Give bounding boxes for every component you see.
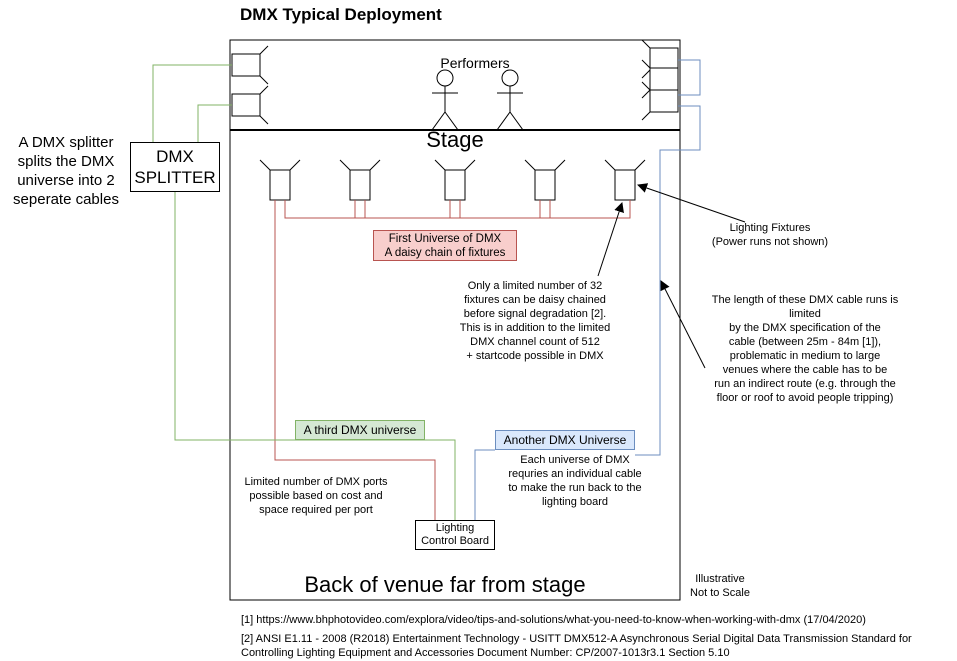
fixtures-note: Lighting Fixtures (Power runs not shown)	[711, 222, 829, 248]
individual-cable-note: Each universe of DMX requries an individ…	[508, 454, 642, 508]
dmx-splitter-box: DMX SPLITTER	[130, 142, 220, 192]
lighting-fixture-3	[434, 159, 476, 201]
stage-fixture-right-1	[641, 39, 679, 79]
universe-1-cable	[274, 200, 631, 520]
universe-3-cable	[152, 64, 456, 520]
third-universe-label: A third DMX universe	[295, 420, 425, 440]
daisy-limit-note: Only a limited number of 32 fixtures can…	[459, 280, 611, 362]
fixtures-arrow	[637, 183, 746, 223]
performer-figure	[496, 69, 524, 131]
universe-2-cable	[474, 59, 701, 520]
stage-fixture-right-3	[641, 81, 679, 121]
scale-note: Illustrative Not to Scale	[690, 573, 750, 599]
performers-label: Performers	[440, 55, 510, 71]
stage-fixture-left-1	[231, 45, 269, 85]
stage-fixture-right-2	[641, 59, 679, 99]
venue-outline	[229, 39, 681, 601]
lighting-fixture-2	[339, 159, 381, 201]
splitter-note: A DMX splitter splits the DMX universe i…	[13, 134, 119, 208]
another-universe-label: Another DMX Universe	[495, 430, 635, 450]
diagram-title: DMX Typical Deployment	[240, 5, 442, 24]
reference-1: [1] https://www.bhphotovideo.com/explora…	[241, 614, 866, 626]
ports-note: Limited number of DMX ports possible bas…	[244, 476, 388, 516]
cable-runs-note: The length of these DMX cable runs is li…	[711, 294, 899, 404]
lighting-fixture-4	[524, 159, 566, 201]
cable-run-arrow	[660, 280, 706, 369]
lighting-fixture-1	[259, 159, 301, 201]
first-universe-label: First Universe of DMX A daisy chain of f…	[373, 230, 517, 261]
performer-figure	[431, 69, 459, 131]
lighting-control-board: Lighting Control Board	[415, 520, 495, 550]
reference-2: [2] ANSI E1.11 - 2008 (R2018) Entertainm…	[241, 633, 912, 659]
back-of-venue-label: Back of venue far from stage	[304, 572, 586, 597]
lighting-fixture-5	[604, 159, 646, 201]
stage-fixture-left-2	[231, 85, 269, 125]
stage-label: Stage	[426, 127, 484, 152]
daisy-limit-arrow	[597, 202, 624, 277]
